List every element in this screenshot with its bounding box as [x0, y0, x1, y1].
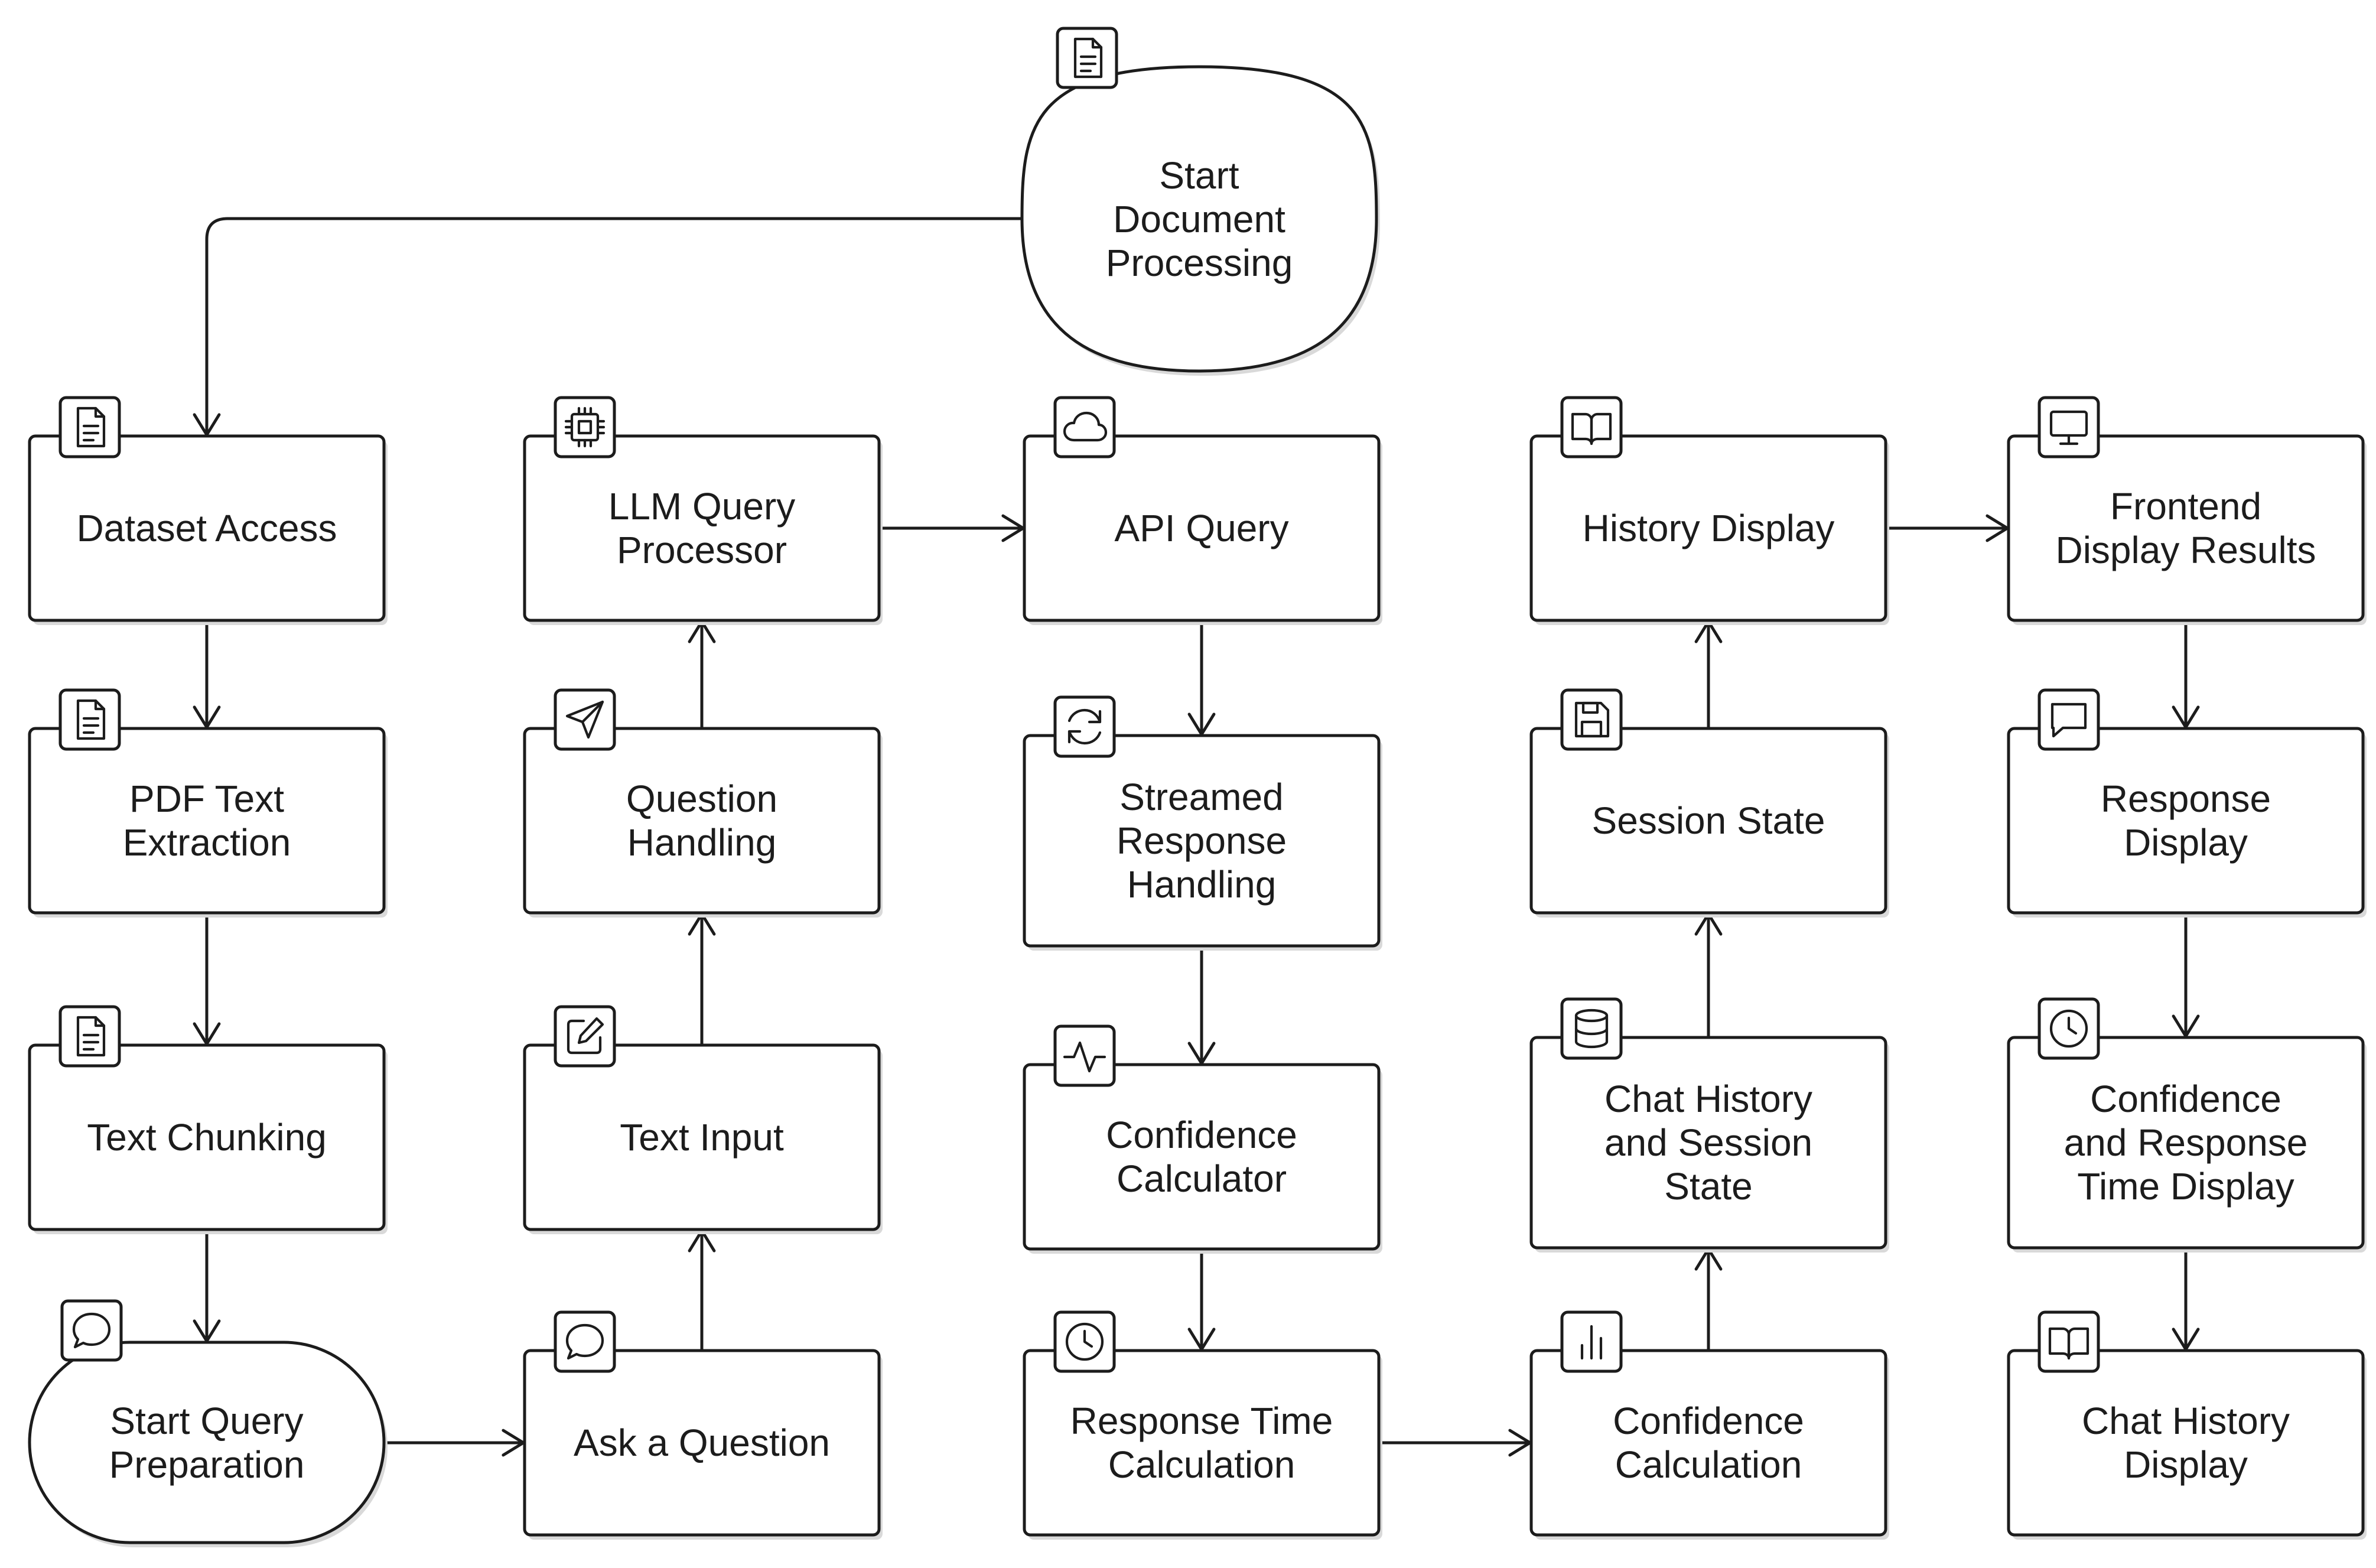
edge-pdf-extraction-to-text-chunking [193, 911, 221, 1046]
edge-response-time-calc-to-confidence-calculation [1377, 1429, 1532, 1457]
book-icon [1560, 396, 1623, 458]
message-square-icon [2037, 688, 2100, 751]
document-icon [58, 1005, 121, 1068]
node-streamed-response[interactable] [1023, 695, 1382, 951]
edge-chat-history-session-to-session-state [1694, 912, 1723, 1039]
node-shape [1023, 734, 1381, 948]
node-session-state[interactable] [1529, 688, 1889, 918]
node-shape [2007, 1349, 2365, 1537]
edge-question-handling-to-llm-query [688, 620, 716, 730]
node-confidence-calculator[interactable] [1023, 1024, 1382, 1254]
document-icon [58, 396, 121, 458]
node-llm-query[interactable] [523, 396, 883, 625]
activity-icon [1053, 1024, 1116, 1087]
cpu-icon [554, 396, 616, 458]
icon-badge [554, 1310, 616, 1373]
edge-confidence-calculation-to-chat-history-session [1694, 1247, 1723, 1352]
node-shape [28, 727, 386, 915]
refresh-icon [1053, 695, 1116, 758]
node-start-query[interactable] [28, 1299, 388, 1547]
edges-layer [193, 217, 2200, 1457]
edge-line [205, 217, 1024, 437]
edge-history-display-to-frontend-display [1884, 514, 2009, 542]
node-shape [1529, 1349, 1887, 1537]
node-response-display[interactable] [2007, 688, 2367, 918]
node-chat-history-session[interactable] [1529, 997, 1889, 1253]
icon-badge [1560, 997, 1623, 1060]
node-shape [1529, 727, 1887, 915]
icon-badge [1560, 688, 1623, 751]
book-icon [2037, 1310, 2100, 1373]
chat-icon [554, 1310, 616, 1373]
edge-streamed-response-to-confidence-calculator [1187, 944, 1216, 1065]
icon-badge [60, 1299, 123, 1362]
node-shape [1023, 434, 1381, 622]
node-history-display[interactable] [1529, 396, 1889, 625]
save-icon [1560, 688, 1623, 751]
edge-frontend-display-to-response-display [2172, 619, 2200, 729]
node-shape [523, 1349, 881, 1537]
node-shape [2007, 1036, 2365, 1250]
node-shape [28, 1341, 386, 1544]
edge-api-query-to-streamed-response [1187, 619, 1216, 736]
clock-icon [1053, 1310, 1116, 1373]
edit-icon [554, 1005, 616, 1068]
edge-start-query-to-ask-question [382, 1429, 525, 1457]
monitor-icon [2037, 396, 2100, 458]
node-question-handling[interactable] [523, 688, 883, 918]
icon-badge [1053, 396, 1116, 458]
icon-badge [1053, 695, 1116, 758]
node-confidence-calculation[interactable] [1529, 1310, 1889, 1540]
node-chat-history-display[interactable] [2007, 1310, 2367, 1540]
edge-confidence-time-display-to-chat-history-display [2172, 1246, 2200, 1351]
edge-session-state-to-history-display [1694, 620, 1723, 730]
node-response-time-calc[interactable] [1023, 1310, 1382, 1540]
node-frontend-display[interactable] [2007, 396, 2367, 625]
node-shape [523, 434, 881, 622]
edge-response-display-to-confidence-time-display [2172, 911, 2200, 1038]
node-text-input[interactable] [523, 1005, 883, 1234]
node-dataset-access[interactable] [28, 396, 388, 625]
nodes-layer [28, 27, 2367, 1547]
node-shape [2007, 727, 2365, 915]
edge-ask-question-to-text-input [688, 1229, 716, 1352]
database-icon [1560, 997, 1623, 1060]
icon-badge [2037, 396, 2100, 458]
edge-llm-query-to-api-query [877, 514, 1025, 542]
node-shape [1020, 65, 1378, 373]
node-confidence-time-display[interactable] [2007, 997, 2367, 1253]
document-icon [58, 688, 121, 751]
chat-icon [60, 1299, 123, 1362]
node-shape [2007, 434, 2365, 622]
edge-text-input-to-question-handling [688, 912, 716, 1047]
edge-dataset-access-to-pdf-extraction [193, 619, 221, 729]
clock-icon [2037, 997, 2100, 1060]
node-ask-question[interactable] [523, 1310, 883, 1540]
node-start-doc[interactable] [1020, 27, 1380, 376]
node-shape [1023, 1063, 1381, 1251]
node-shape [1529, 1036, 1887, 1250]
node-api-query[interactable] [1023, 396, 1382, 625]
icon-badge [554, 1005, 616, 1068]
icon-badge [2037, 688, 2100, 751]
node-shape [523, 727, 881, 915]
cloud-icon [1053, 396, 1116, 458]
icon-badge [554, 396, 616, 458]
document-icon [1056, 27, 1118, 89]
bar-chart-icon [1560, 1310, 1623, 1373]
edge-text-chunking-to-start-query [193, 1228, 221, 1343]
node-shape [1023, 1349, 1381, 1537]
node-shape [523, 1043, 881, 1231]
send-icon [554, 688, 616, 751]
node-shape [28, 434, 386, 622]
node-shape [28, 1043, 386, 1231]
node-pdf-extraction[interactable] [28, 688, 388, 918]
node-shape [1529, 434, 1887, 622]
edge-confidence-calculator-to-response-time-calc [1187, 1247, 1216, 1351]
node-text-chunking[interactable] [28, 1005, 388, 1234]
